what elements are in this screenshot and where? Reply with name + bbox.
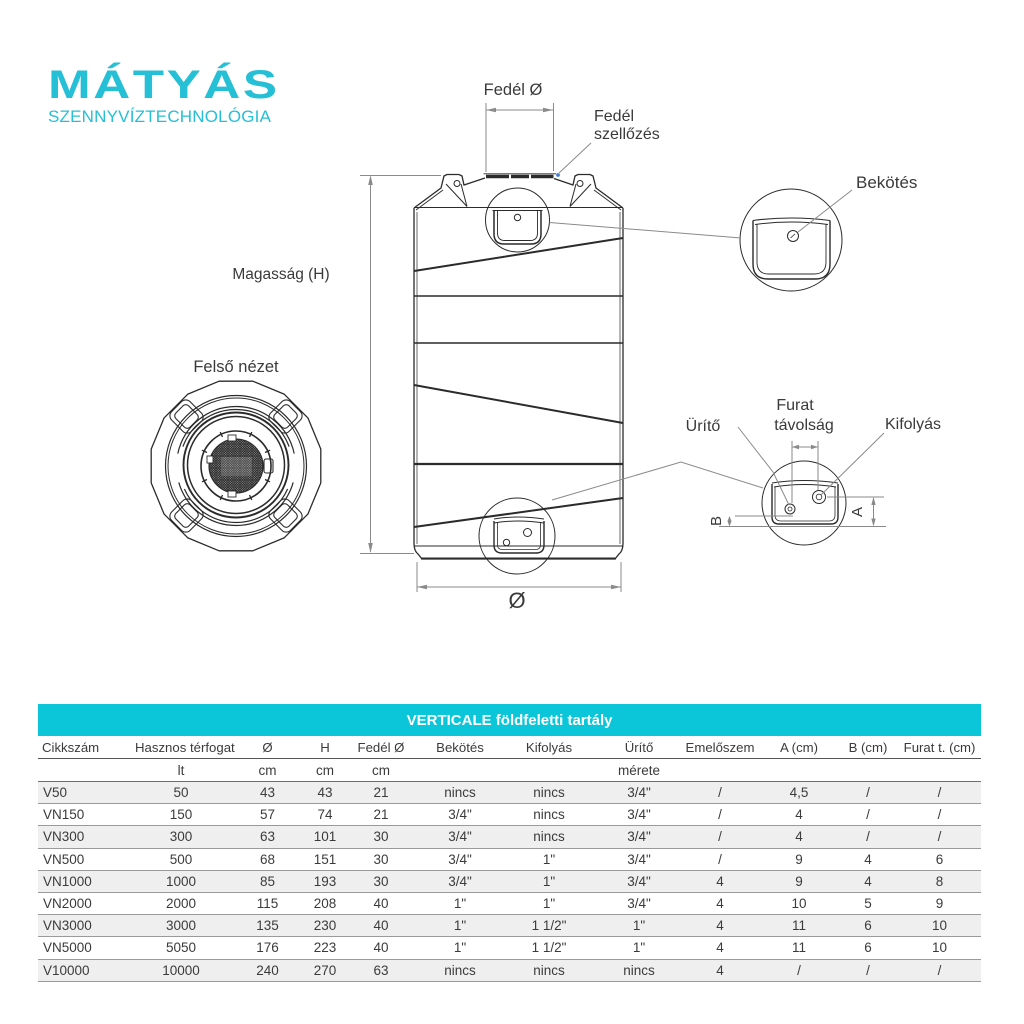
svg-text:Ürítő: Ürítő <box>686 417 721 435</box>
svg-text:Ø: Ø <box>508 588 525 613</box>
svg-text:Fedél: Fedél <box>594 108 634 125</box>
svg-text:távolság: távolság <box>774 417 834 434</box>
svg-text:Kifolyás: Kifolyás <box>885 416 941 433</box>
svg-text:Furat: Furat <box>776 397 814 414</box>
svg-text:Fedél Ø: Fedél Ø <box>484 81 543 99</box>
svg-text:A: A <box>849 507 866 517</box>
svg-text:szellőzés: szellőzés <box>594 126 660 143</box>
svg-text:B: B <box>708 516 725 526</box>
svg-text:Magasság (H): Magasság (H) <box>232 266 329 283</box>
svg-text:Felső nézet: Felső nézet <box>193 358 279 376</box>
svg-text:Bekötés: Bekötés <box>856 173 917 192</box>
